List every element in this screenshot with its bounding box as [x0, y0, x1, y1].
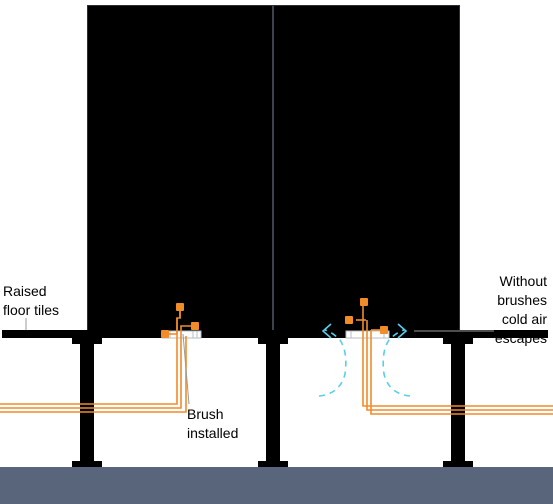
square-node-icon — [161, 330, 169, 338]
pedestal-cap — [258, 338, 288, 344]
pedestal-base — [443, 461, 473, 467]
floor-tile-segment-left — [2, 330, 162, 338]
floor-tile-segment-right — [389, 330, 548, 338]
raised-floor — [2, 330, 548, 338]
pedestal-cap — [72, 338, 102, 344]
cable-nodes-left — [161, 303, 199, 338]
cable-bundle-left — [0, 307, 194, 413]
pedestal-post — [266, 344, 280, 462]
server-racks — [87, 5, 460, 333]
cable-line — [0, 325, 194, 409]
cable-line — [0, 338, 187, 413]
pedestal-post — [80, 344, 94, 462]
raised-floor-tiles-label: Raised floor tiles — [3, 283, 60, 318]
pedestal-base — [258, 461, 288, 467]
pedestals — [72, 338, 473, 467]
air-flow-right-arc — [382, 329, 411, 397]
brush-installed-label: Brush installed — [187, 406, 239, 441]
server-rack-left — [87, 5, 272, 333]
square-node-icon — [380, 326, 388, 334]
cable-bundle-right — [356, 302, 553, 415]
subfloor-slab — [0, 467, 553, 504]
pedestal-post — [451, 344, 465, 462]
square-node-icon — [176, 303, 184, 311]
cable-line — [370, 330, 553, 415]
pedestal-cap — [443, 338, 473, 344]
without-brushes-label: Without brushes cold air escapes — [494, 273, 547, 346]
server-rack-right — [274, 5, 460, 333]
square-node-icon — [360, 298, 368, 306]
cable-line — [366, 320, 553, 411]
air-flow-left-arc — [318, 329, 347, 397]
square-node-icon — [345, 316, 353, 324]
leader-line-brush — [182, 333, 190, 405]
chevron-arrow-icon — [321, 323, 332, 339]
chevron-arrow-icon — [397, 323, 408, 339]
leader-lines — [25, 318, 494, 405]
pedestal-base — [72, 461, 102, 467]
cable-line — [362, 302, 553, 407]
floor-tile-segment-middle — [201, 330, 346, 338]
rack-divider — [272, 5, 274, 333]
cable-nodes-right — [345, 298, 388, 334]
cold-air-escape — [318, 323, 411, 397]
square-node-icon — [191, 322, 199, 330]
